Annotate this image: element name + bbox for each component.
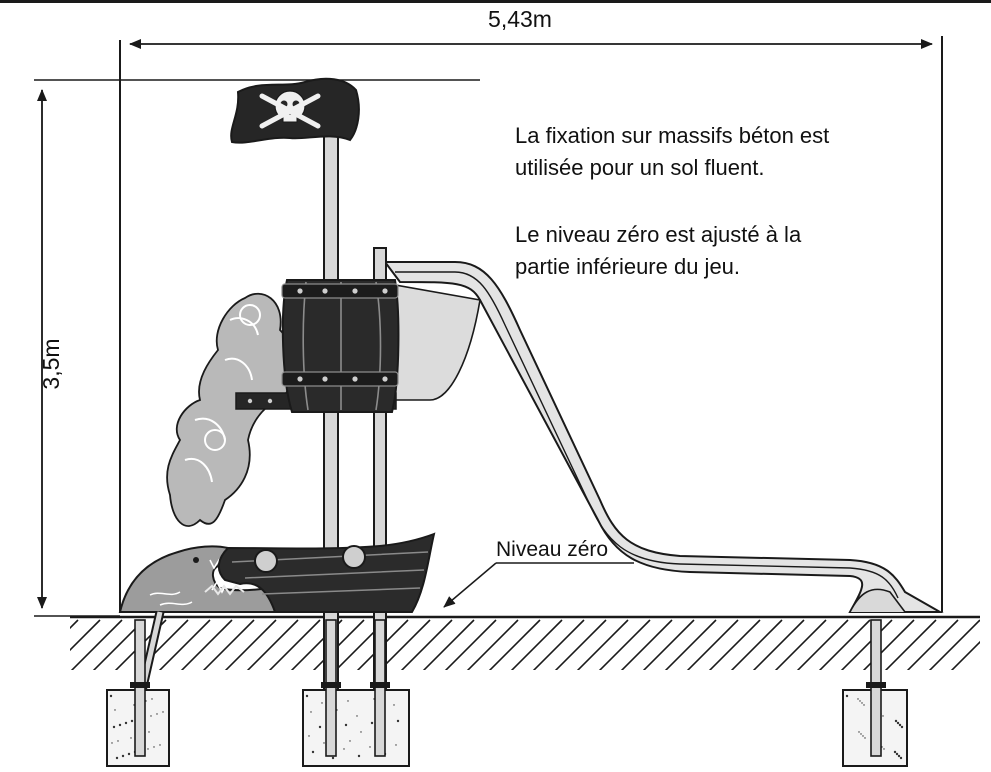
anchor-clamp [866, 682, 886, 688]
top-border [0, 0, 991, 3]
note-line: utilisée pour un sol fluent. [515, 155, 765, 180]
pirate-flag [230, 77, 360, 144]
porthole-icon [254, 549, 278, 573]
ground-zero-leader [443, 562, 634, 608]
ground-zero-label: Niveau zéro [496, 538, 609, 561]
concrete-block [302, 689, 410, 767]
ground [70, 615, 980, 670]
height-dimension-label: 3,5m [38, 338, 64, 390]
anchor-clamp [321, 682, 341, 688]
ground-level-note: Le niveau zéro est ajusté à la partie in… [515, 219, 935, 283]
fixation-note: La fixation sur massifs béton est utilis… [515, 120, 935, 184]
width-dimension-label: 5,43m [488, 6, 552, 32]
slide [383, 261, 944, 613]
height-dimension [34, 79, 480, 617]
width-dimension [119, 36, 943, 612]
anchor-clamp [370, 682, 390, 688]
barrel [235, 279, 400, 413]
note-line: partie inférieure du jeu. [515, 254, 741, 279]
boat-hull [204, 532, 436, 613]
climbing-panel [166, 292, 295, 527]
concrete-foundations [106, 619, 908, 767]
porthole-icon [342, 545, 366, 569]
note-line: Le niveau zéro est ajusté à la [515, 222, 802, 247]
anchor-clamp [130, 682, 150, 688]
note-line: La fixation sur massifs béton est [515, 123, 830, 148]
